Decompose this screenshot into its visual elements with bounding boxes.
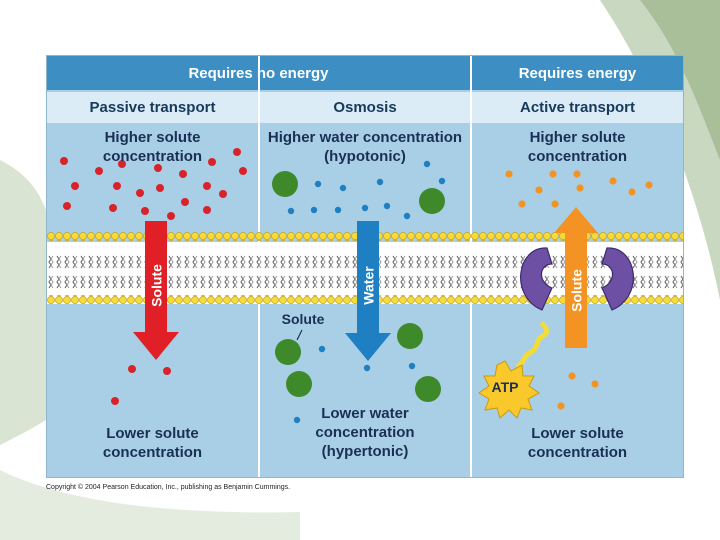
title-active-transport: Active transport (472, 92, 683, 123)
solute-pointer-line (296, 329, 303, 341)
header-energy: Requires energy (472, 56, 683, 90)
energy-squiggle (515, 321, 549, 370)
osmosis-large-solute-particles (272, 171, 445, 402)
title-osmosis: Osmosis (260, 92, 470, 123)
osmosis-water-arrow (345, 221, 391, 361)
transport-diagram: Requires no energy Requires energy Passi… (46, 55, 684, 478)
osmosis-arrow-label: Water (360, 266, 377, 305)
osmosis-water-particles (287, 160, 446, 424)
atp-label: ATP (491, 379, 519, 395)
diagram-artwork (47, 148, 683, 424)
active-arrow-label: Solute (568, 269, 585, 312)
osmosis-solute-label: Solute (281, 311, 325, 327)
active-solute-particles (505, 170, 653, 410)
atp-starburst (478, 360, 540, 419)
passive-solute-arrow (133, 221, 179, 360)
passive-solute-particles (60, 148, 247, 405)
osmosis-top-label: Higher water concentration(hypotonic) (267, 129, 463, 165)
copyright-notice: Copyright © 2004 Pearson Education, Inc.… (46, 484, 291, 491)
transport-protein-pump (520, 247, 634, 311)
title-passive-transport: Passive transport (47, 92, 258, 123)
passive-arrow-label: Solute (148, 264, 165, 307)
active-solute-arrow (554, 207, 598, 348)
